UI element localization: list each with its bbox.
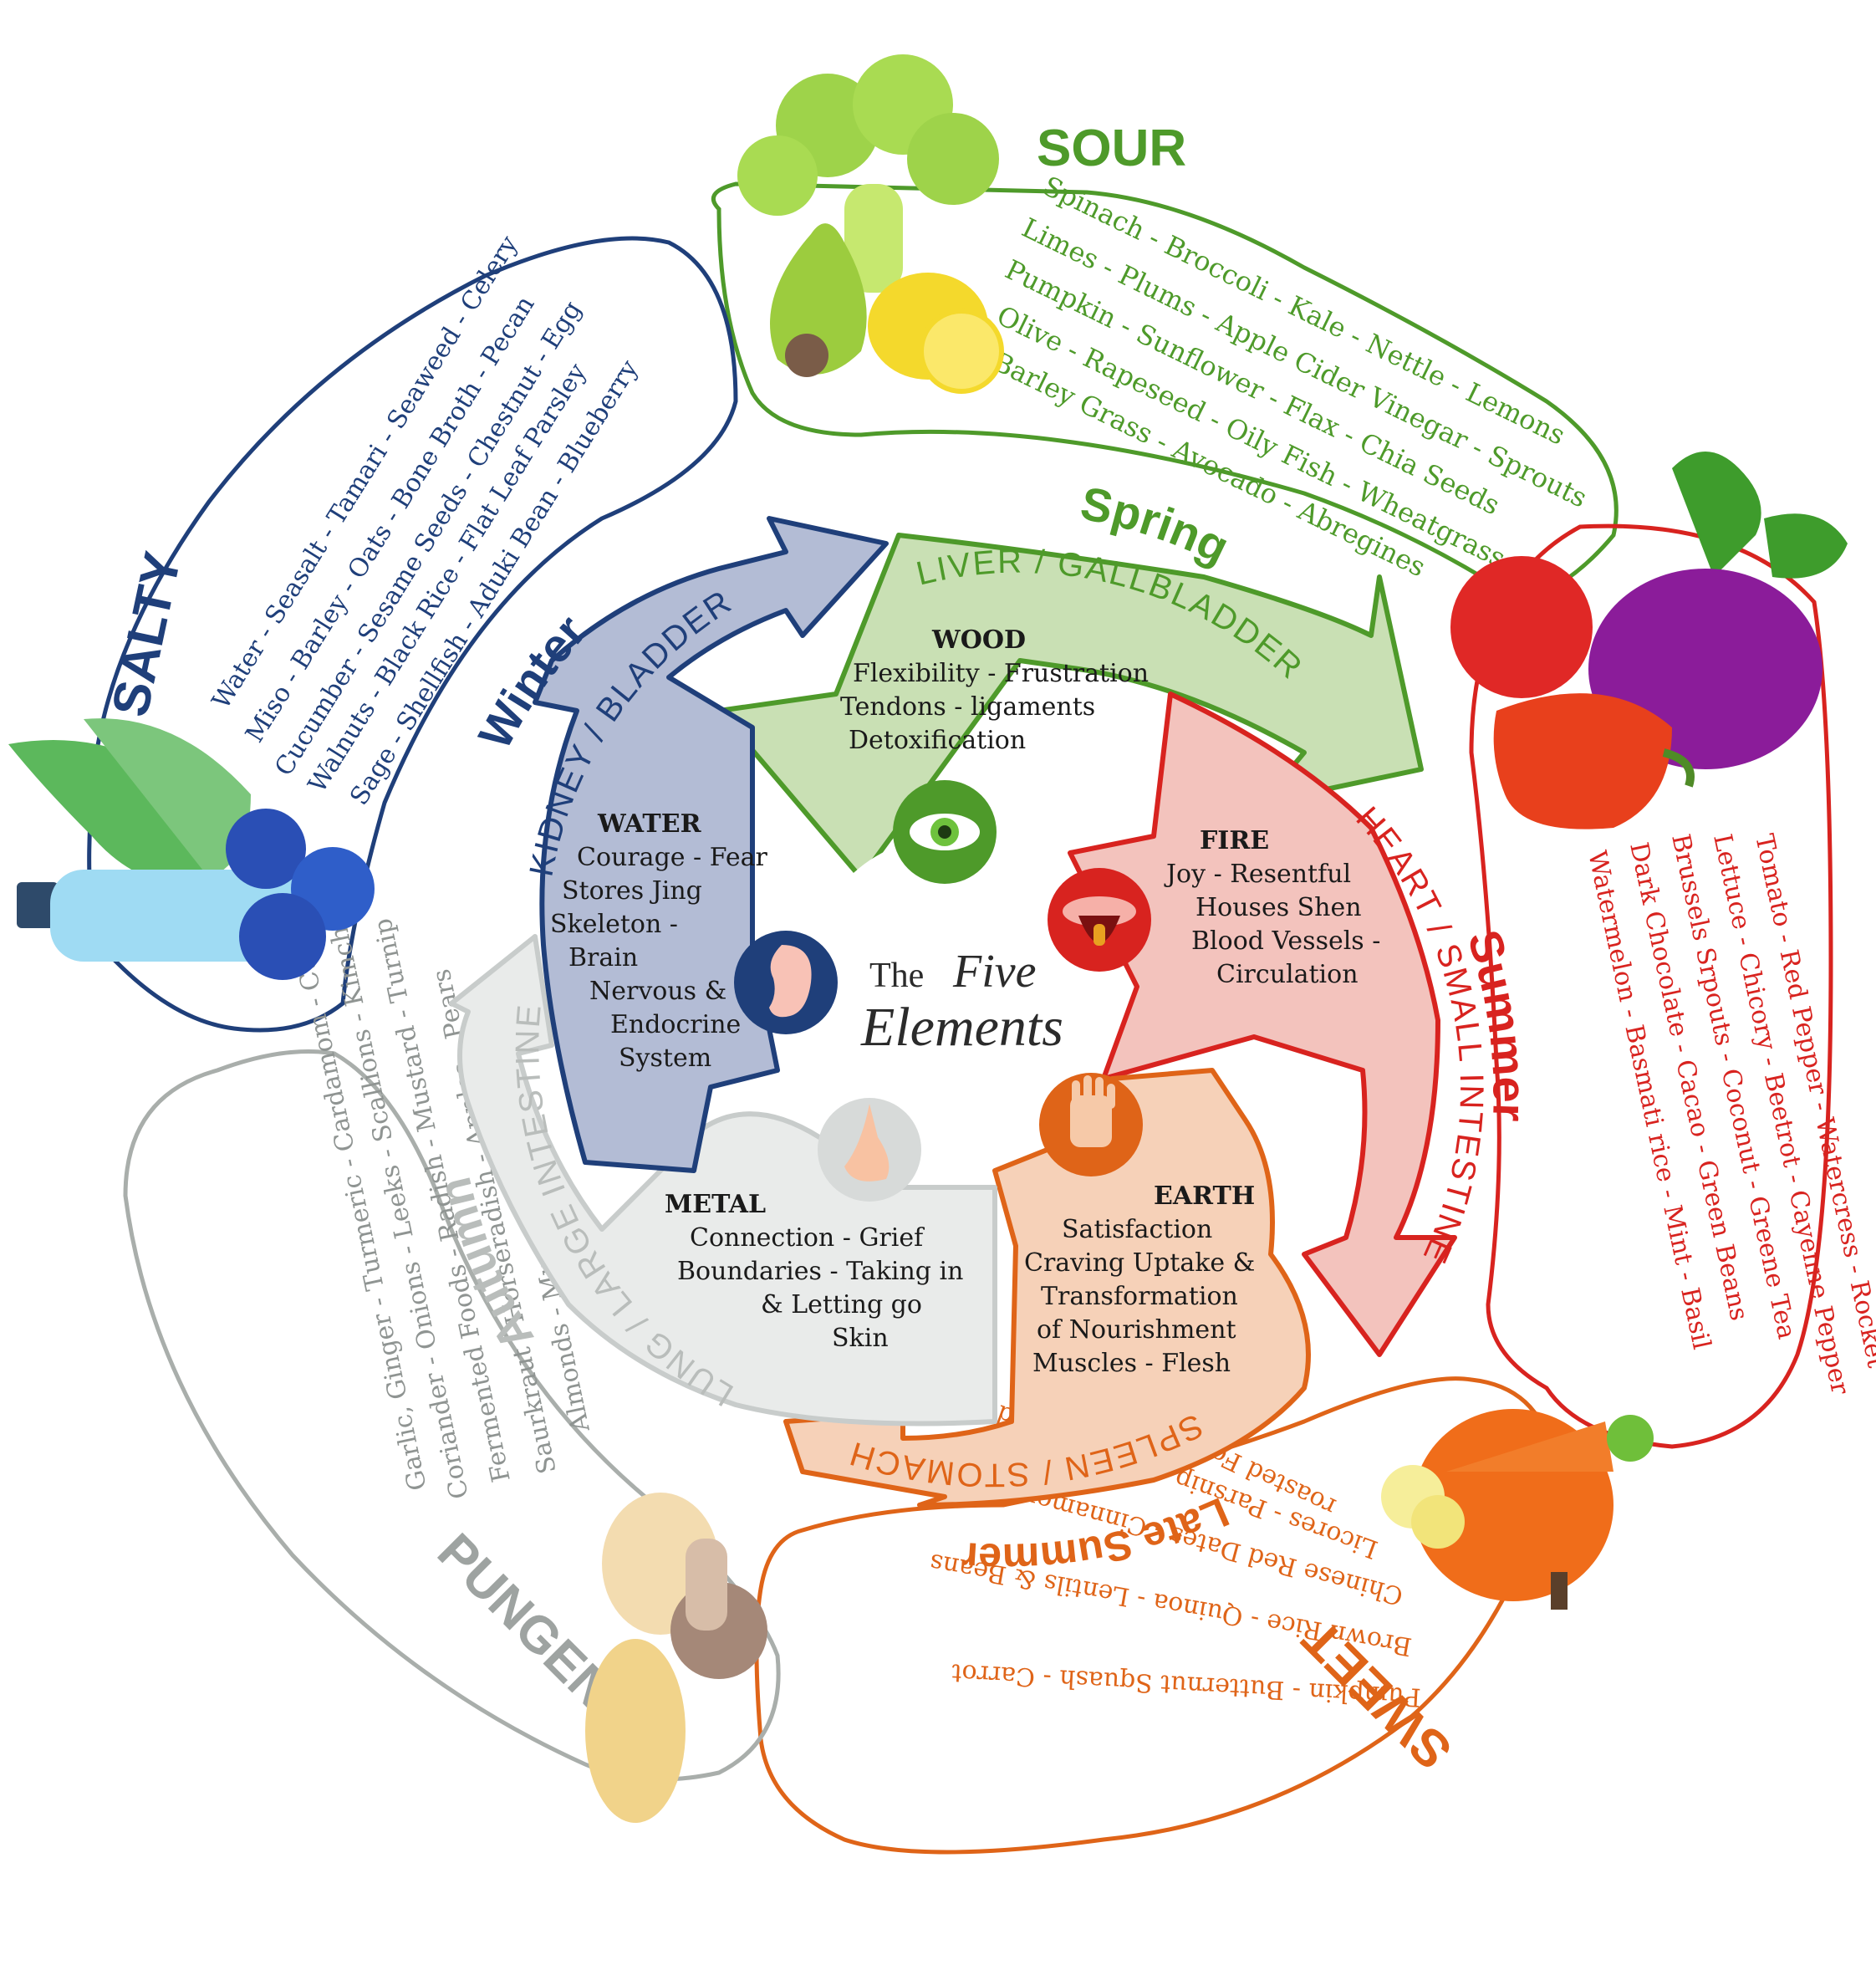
earth-line-2: Craving Uptake & — [1024, 1248, 1255, 1278]
sour-foods-illustration — [737, 54, 1004, 394]
center-title-five: Five — [952, 946, 1036, 998]
water-block: WATER Courage - Fear Stores Jing Skeleto… — [550, 809, 768, 1073]
salty-title: SALTY — [101, 547, 192, 722]
center-title-the: The — [869, 957, 924, 995]
bitter-foods-illustration — [1450, 452, 1848, 829]
wood-block: WOOD Flexibility - Frustration Tendons -… — [840, 625, 1149, 755]
ear-icon — [734, 931, 838, 1034]
metal-arrow — [449, 934, 998, 1427]
earth-arrow — [783, 1068, 1311, 1508]
tongue-icon — [1048, 868, 1151, 972]
water-line-4: Brain — [568, 943, 638, 972]
earth-line-1: Satisfaction — [1062, 1215, 1212, 1244]
eye-icon — [893, 780, 997, 884]
water-line-6: Endocrine — [610, 1010, 741, 1039]
fire-arrow — [1068, 692, 1457, 1357]
wood-line-1: Flexibility - Frustration — [853, 659, 1149, 688]
metal-line-4: Skin — [832, 1324, 889, 1353]
metal-block: METAL Connection - Grief Boundaries - Ta… — [665, 1190, 963, 1353]
nose-icon — [818, 1098, 921, 1202]
water-arrow — [533, 516, 889, 1173]
earth-line-3: Transformation — [1041, 1282, 1238, 1311]
sour-title: SOUR — [1037, 120, 1186, 177]
water-line-2: Stores Jing — [562, 876, 702, 906]
sweet-foods-illustration — [1381, 1409, 1654, 1610]
metal-line-3: & Letting go — [761, 1290, 922, 1319]
metal-name: METAL — [665, 1190, 766, 1219]
water-name: WATER — [597, 809, 702, 839]
earth-name: EARTH — [1154, 1182, 1255, 1211]
water-line-7: System — [619, 1044, 711, 1073]
wood-line-3: Detoxification — [849, 726, 1026, 755]
wood-name: WOOD — [931, 625, 1026, 655]
fire-line-4: Circulation — [1216, 960, 1359, 989]
fire-block: FIRE Joy - Resentful Houses Shen Blood V… — [1164, 826, 1380, 989]
fire-line-2: Houses Shen — [1195, 893, 1362, 922]
earth-block: EARTH Satisfaction Craving Uptake & Tran… — [1024, 1182, 1255, 1378]
center-circle — [807, 836, 1091, 1120]
water-line-3: Skeleton - — [550, 910, 678, 939]
pungent-foods-illustration — [585, 1493, 767, 1823]
metal-line-2: Boundaries - Taking in — [677, 1257, 963, 1286]
bitter-title: BITTER — [1863, 689, 1876, 883]
salty-foods-illustration — [8, 718, 375, 980]
metal-line-1: Connection - Grief — [690, 1223, 925, 1253]
wood-line-2: Tendons - ligaments — [840, 692, 1095, 722]
earth-line-5: Muscles - Flesh — [1032, 1349, 1231, 1378]
hand-icon — [1039, 1073, 1143, 1176]
center-title-elements: Elements — [860, 997, 1063, 1058]
salty-panel — [87, 236, 738, 1033]
fire-line-3: Blood Vessels - — [1191, 926, 1380, 956]
wood-arrow — [716, 533, 1424, 880]
pungent-panel — [123, 1049, 781, 1782]
water-line-1: Courage - Fear — [577, 843, 768, 872]
fire-line-1: Joy - Resentful — [1164, 860, 1351, 889]
water-line-5: Nervous & — [589, 977, 726, 1006]
fire-name: FIRE — [1200, 826, 1269, 855]
earth-line-4: of Nourishment — [1037, 1315, 1236, 1345]
